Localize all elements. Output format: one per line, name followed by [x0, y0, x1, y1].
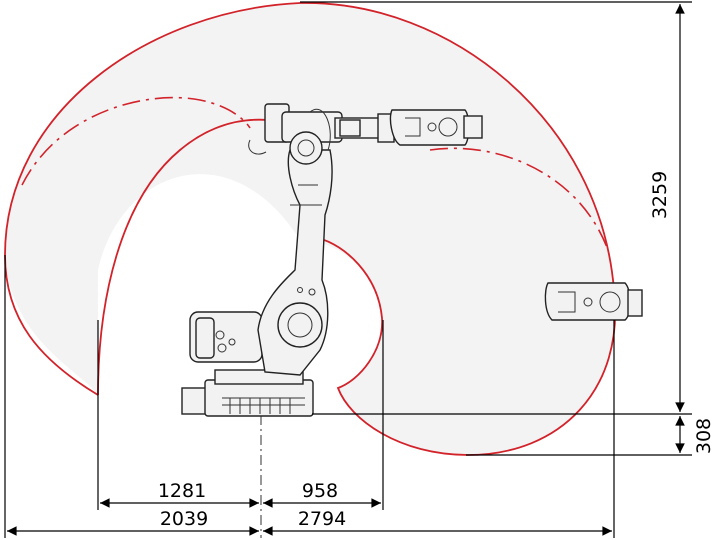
robot-lower-arm [257, 149, 333, 376]
dim-label-958: 958 [302, 480, 338, 502]
envelope-outer-boundary [4, 2, 617, 456]
envelope-inner-boundary [317, 237, 469, 456]
robot-counterweight [189, 311, 263, 363]
dim-label-2039: 2039 [160, 508, 208, 530]
dim-label-3259: 3259 [649, 171, 671, 219]
dim-label-2794: 2794 [298, 508, 346, 530]
reference-lines [4, 1, 692, 538]
dim-label-1281: 1281 [158, 480, 206, 502]
robot-wrist-lower [544, 282, 643, 321]
envelope-rear-outer-left [4, 254, 99, 396]
robot-base [181, 369, 314, 417]
envelope-dashed-arc-rear [21, 96, 251, 186]
dimension-labels: 3259 308 1281 958 2039 2794 [158, 171, 715, 530]
robot-wrist-upper [389, 109, 483, 146]
dimension-lines [6, 4, 685, 536]
envelope-rear-inner-curve [97, 118, 269, 396]
envelope-dashed-arc-front [429, 147, 609, 251]
robot-upper-arm [248, 103, 395, 165]
dim-label-308: 308 [693, 418, 715, 454]
robot-illustration [181, 103, 643, 417]
